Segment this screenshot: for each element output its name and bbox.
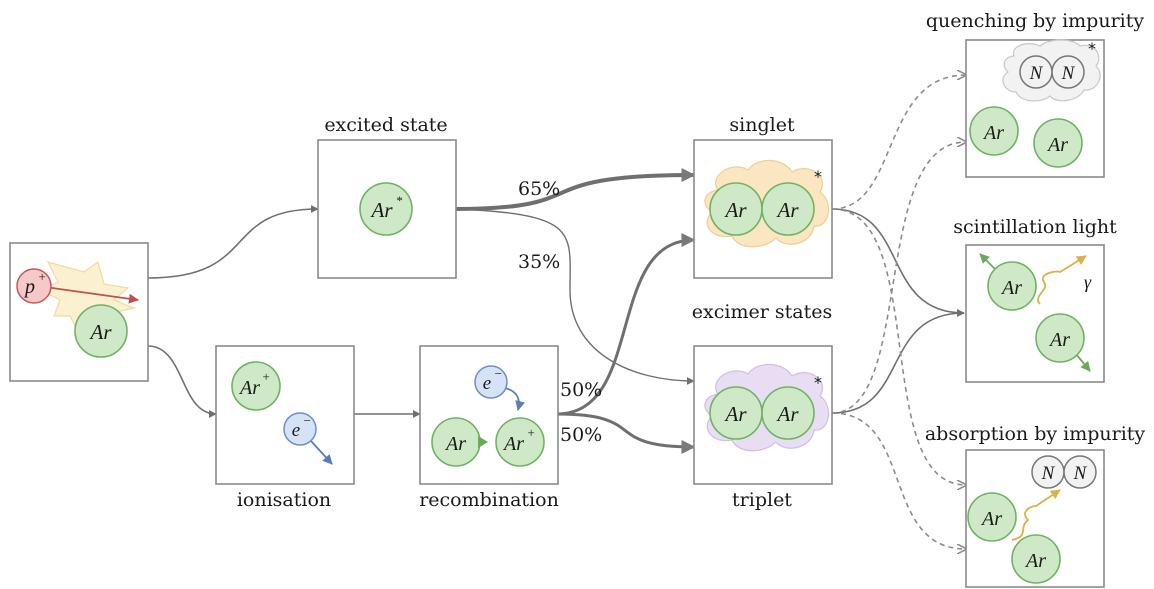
label-excited-state: excited state	[324, 114, 447, 136]
svg-text:Ar: Ar	[776, 402, 800, 426]
arrow-excited-to-singlet	[454, 168, 696, 211]
triplet-argon-2: Ar	[761, 386, 815, 440]
svg-text:Ar: Ar	[982, 122, 1004, 144]
svg-text:Ar: Ar	[444, 433, 466, 455]
absorb-nitrogen-2: N	[1063, 455, 1097, 489]
svg-text:−: −	[494, 366, 503, 381]
pct-excited-to-triplet: 35%	[518, 251, 560, 273]
scint-argon-1-recoil	[979, 253, 997, 271]
argon-atom: Ar	[74, 304, 128, 358]
svg-text:Ar: Ar	[370, 198, 394, 222]
arrow-start-to-ionisation	[147, 345, 217, 418]
recombination-contents: e − Ar Ar +	[431, 365, 545, 467]
label-scintillation: scintillation light	[953, 216, 1117, 238]
quench-argon-2: Ar	[1033, 118, 1083, 168]
label-quenching: quenching by impurity	[926, 10, 1144, 32]
argon-ion-atom: Ar +	[231, 361, 281, 411]
absorption-contents: N N Ar Ar	[967, 455, 1097, 584]
arrow-triplet-to-quench-2	[831, 142, 966, 414]
ionisation-contents: Ar + e −	[231, 361, 333, 465]
pct-recomb-to-triplet: 50%	[560, 424, 602, 446]
scint-argon-2: Ar	[1035, 313, 1085, 363]
arrow-singlet-to-quench-1	[831, 75, 966, 210]
recomb-argon-ion: Ar +	[495, 417, 545, 467]
singlet-argon-2: Ar	[761, 182, 815, 236]
absorb-nitrogen-1: N	[1031, 455, 1065, 489]
svg-text:+: +	[527, 425, 536, 440]
bond-marker	[478, 436, 488, 448]
arrow-singlet-to-scintillation	[831, 208, 965, 317]
svg-text:Ar: Ar	[238, 377, 260, 399]
singlet-contents: Ar Ar *	[704, 159, 830, 248]
svg-text:e: e	[483, 373, 491, 394]
svg-text:Ar: Ar	[776, 198, 800, 222]
scintillation-box	[965, 244, 1105, 383]
electron-recomb-trajectory	[504, 387, 526, 411]
svg-text:Ar: Ar	[724, 198, 748, 222]
pct-recomb-to-singlet: 50%	[560, 379, 602, 401]
scintillation-contents: Ar γ Ar	[979, 253, 1092, 372]
gamma-symbol: γ	[1084, 272, 1092, 292]
excited-argon-atom: Ar *	[359, 182, 413, 236]
recomb-argon-atom: Ar	[431, 417, 481, 467]
absorb-argon-1: Ar	[967, 492, 1017, 542]
scint-argon-1: Ar	[987, 261, 1037, 311]
quench-nitrogen-2: N	[1051, 55, 1085, 89]
quench-asterisk: *	[1088, 39, 1096, 58]
absorb-photon-wave	[1011, 489, 1061, 541]
svg-text:Ar: Ar	[980, 508, 1002, 530]
quenching-contents: N N * Ar Ar	[969, 39, 1101, 168]
arrow-excited-to-triplet	[454, 208, 695, 385]
svg-text:Ar: Ar	[89, 320, 113, 344]
label-triplet: triplet	[732, 489, 792, 511]
singlet-asterisk: *	[814, 167, 822, 186]
start-box-contents: p + Ar	[16, 261, 139, 358]
arrow-singlet-to-absorb-1	[831, 208, 966, 485]
quench-nitrogen-1: N	[1019, 55, 1053, 89]
arrow-triplet-to-scintillation	[831, 309, 965, 414]
recomb-electron: e −	[474, 365, 508, 399]
svg-text:p: p	[23, 276, 35, 298]
svg-text:Ar: Ar	[724, 402, 748, 426]
svg-text:e: e	[292, 420, 300, 441]
arrow-triplet-to-absorb-2	[831, 412, 966, 549]
svg-text:Ar: Ar	[1024, 550, 1046, 572]
arrow-recomb-to-singlet	[556, 233, 696, 416]
quench-argon-1: Ar	[969, 106, 1019, 156]
svg-text:−: −	[303, 413, 312, 428]
svg-text:Ar: Ar	[1000, 277, 1022, 299]
svg-text:+: +	[262, 369, 271, 384]
svg-text:N: N	[1061, 63, 1076, 84]
svg-text:Ar: Ar	[1046, 134, 1068, 156]
electron: e −	[283, 412, 317, 446]
label-excimer-states: excimer states	[692, 301, 832, 323]
svg-text:N: N	[1041, 463, 1056, 484]
svg-text:N: N	[1073, 463, 1088, 484]
svg-text:*: *	[396, 193, 403, 208]
label-ionisation: ionisation	[237, 489, 331, 511]
absorb-argon-2: Ar	[1011, 534, 1061, 584]
electron-trajectory	[310, 440, 333, 465]
svg-text:Ar: Ar	[1048, 329, 1070, 351]
label-absorption: absorption by impurity	[925, 423, 1146, 445]
ionisation-box	[215, 345, 355, 485]
singlet-argon-1: Ar	[709, 182, 763, 236]
svg-text:N: N	[1029, 63, 1044, 84]
svg-text:Ar: Ar	[502, 433, 524, 455]
pct-excited-to-singlet: 65%	[518, 178, 560, 200]
flow-arrows	[147, 75, 966, 549]
scint-argon-2-recoil	[1075, 353, 1091, 372]
triplet-asterisk: *	[814, 373, 822, 392]
proton-atom: p +	[16, 268, 52, 304]
label-singlet: singlet	[729, 114, 795, 136]
proton-trajectory	[37, 285, 139, 304]
triplet-contents: Ar Ar *	[704, 363, 830, 452]
triplet-argon-1: Ar	[709, 386, 763, 440]
photon-wave	[1037, 255, 1087, 305]
label-recombination: recombination	[419, 489, 559, 511]
svg-text:+: +	[38, 269, 47, 284]
arrow-recomb-to-triplet	[556, 412, 696, 454]
arrow-start-to-excited	[147, 205, 319, 279]
